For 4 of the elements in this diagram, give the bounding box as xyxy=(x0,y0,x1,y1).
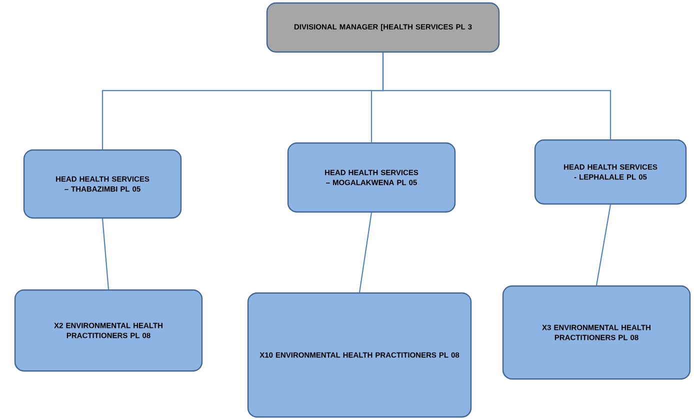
connector-line xyxy=(102,218,110,290)
connector-line xyxy=(358,212,372,292)
connector-line xyxy=(596,204,612,286)
connector-line xyxy=(382,52,612,140)
